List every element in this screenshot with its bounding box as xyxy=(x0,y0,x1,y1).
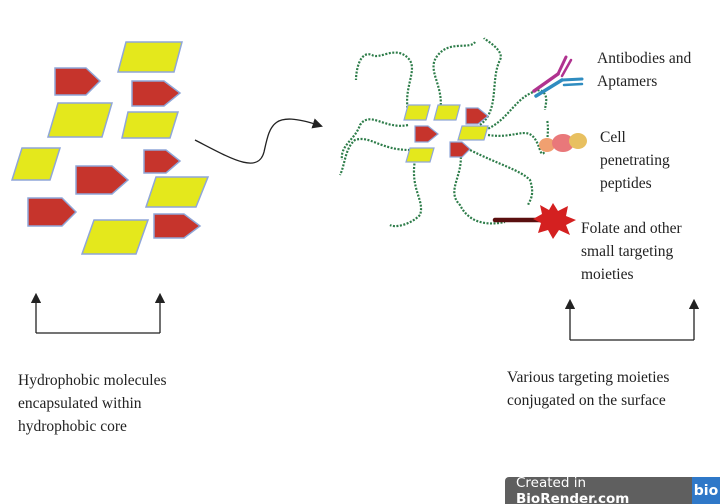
caption-line: Various targeting moieties xyxy=(507,369,670,386)
antibodies-label: Antibodies and Aptamers xyxy=(597,47,691,93)
red-molecules xyxy=(27,67,202,239)
biorender-logo: bio xyxy=(692,477,720,504)
right-bracket xyxy=(564,298,700,341)
antibody-icon xyxy=(532,55,584,98)
label-line: peptides xyxy=(600,175,652,192)
label-line: Cell xyxy=(600,129,626,146)
watermark-text: Created in BioRender.com xyxy=(505,475,692,504)
label-line: moieties xyxy=(581,266,634,283)
caption-line: Hydrophobic molecules xyxy=(18,372,167,389)
caption-line: conjugated on the surface xyxy=(507,392,666,409)
label-line: penetrating xyxy=(600,152,670,169)
hydrophobic-molecules-cluster xyxy=(10,41,210,255)
transition-arrow xyxy=(194,118,323,164)
caption-line: encapsulated within xyxy=(18,395,142,412)
polymer-chains xyxy=(338,37,549,228)
folate-label: Folate and other small targeting moietie… xyxy=(581,217,682,286)
folate-icon xyxy=(492,203,576,239)
peptide-icon xyxy=(539,133,587,152)
caption-line: hydrophobic core xyxy=(18,418,127,435)
left-caption: Hydrophobic molecules encapsulated withi… xyxy=(18,369,167,438)
label-line: Aptamers xyxy=(597,73,658,90)
peptides-label: Cell penetrating peptides xyxy=(600,126,670,195)
left-bracket xyxy=(30,292,166,334)
watermark-brand: BioRender.com xyxy=(516,490,630,504)
biorender-watermark[interactable]: Created in BioRender.com bio xyxy=(505,475,720,504)
yellow-molecules xyxy=(10,41,210,255)
core-drug-cluster xyxy=(403,104,489,163)
right-caption: Various targeting moieties conjugated on… xyxy=(507,366,669,412)
label-line: Folate and other xyxy=(581,220,682,237)
label-line: Antibodies and xyxy=(597,50,692,67)
watermark-prefix: Created in xyxy=(516,474,587,491)
label-line: small targeting xyxy=(581,243,674,260)
